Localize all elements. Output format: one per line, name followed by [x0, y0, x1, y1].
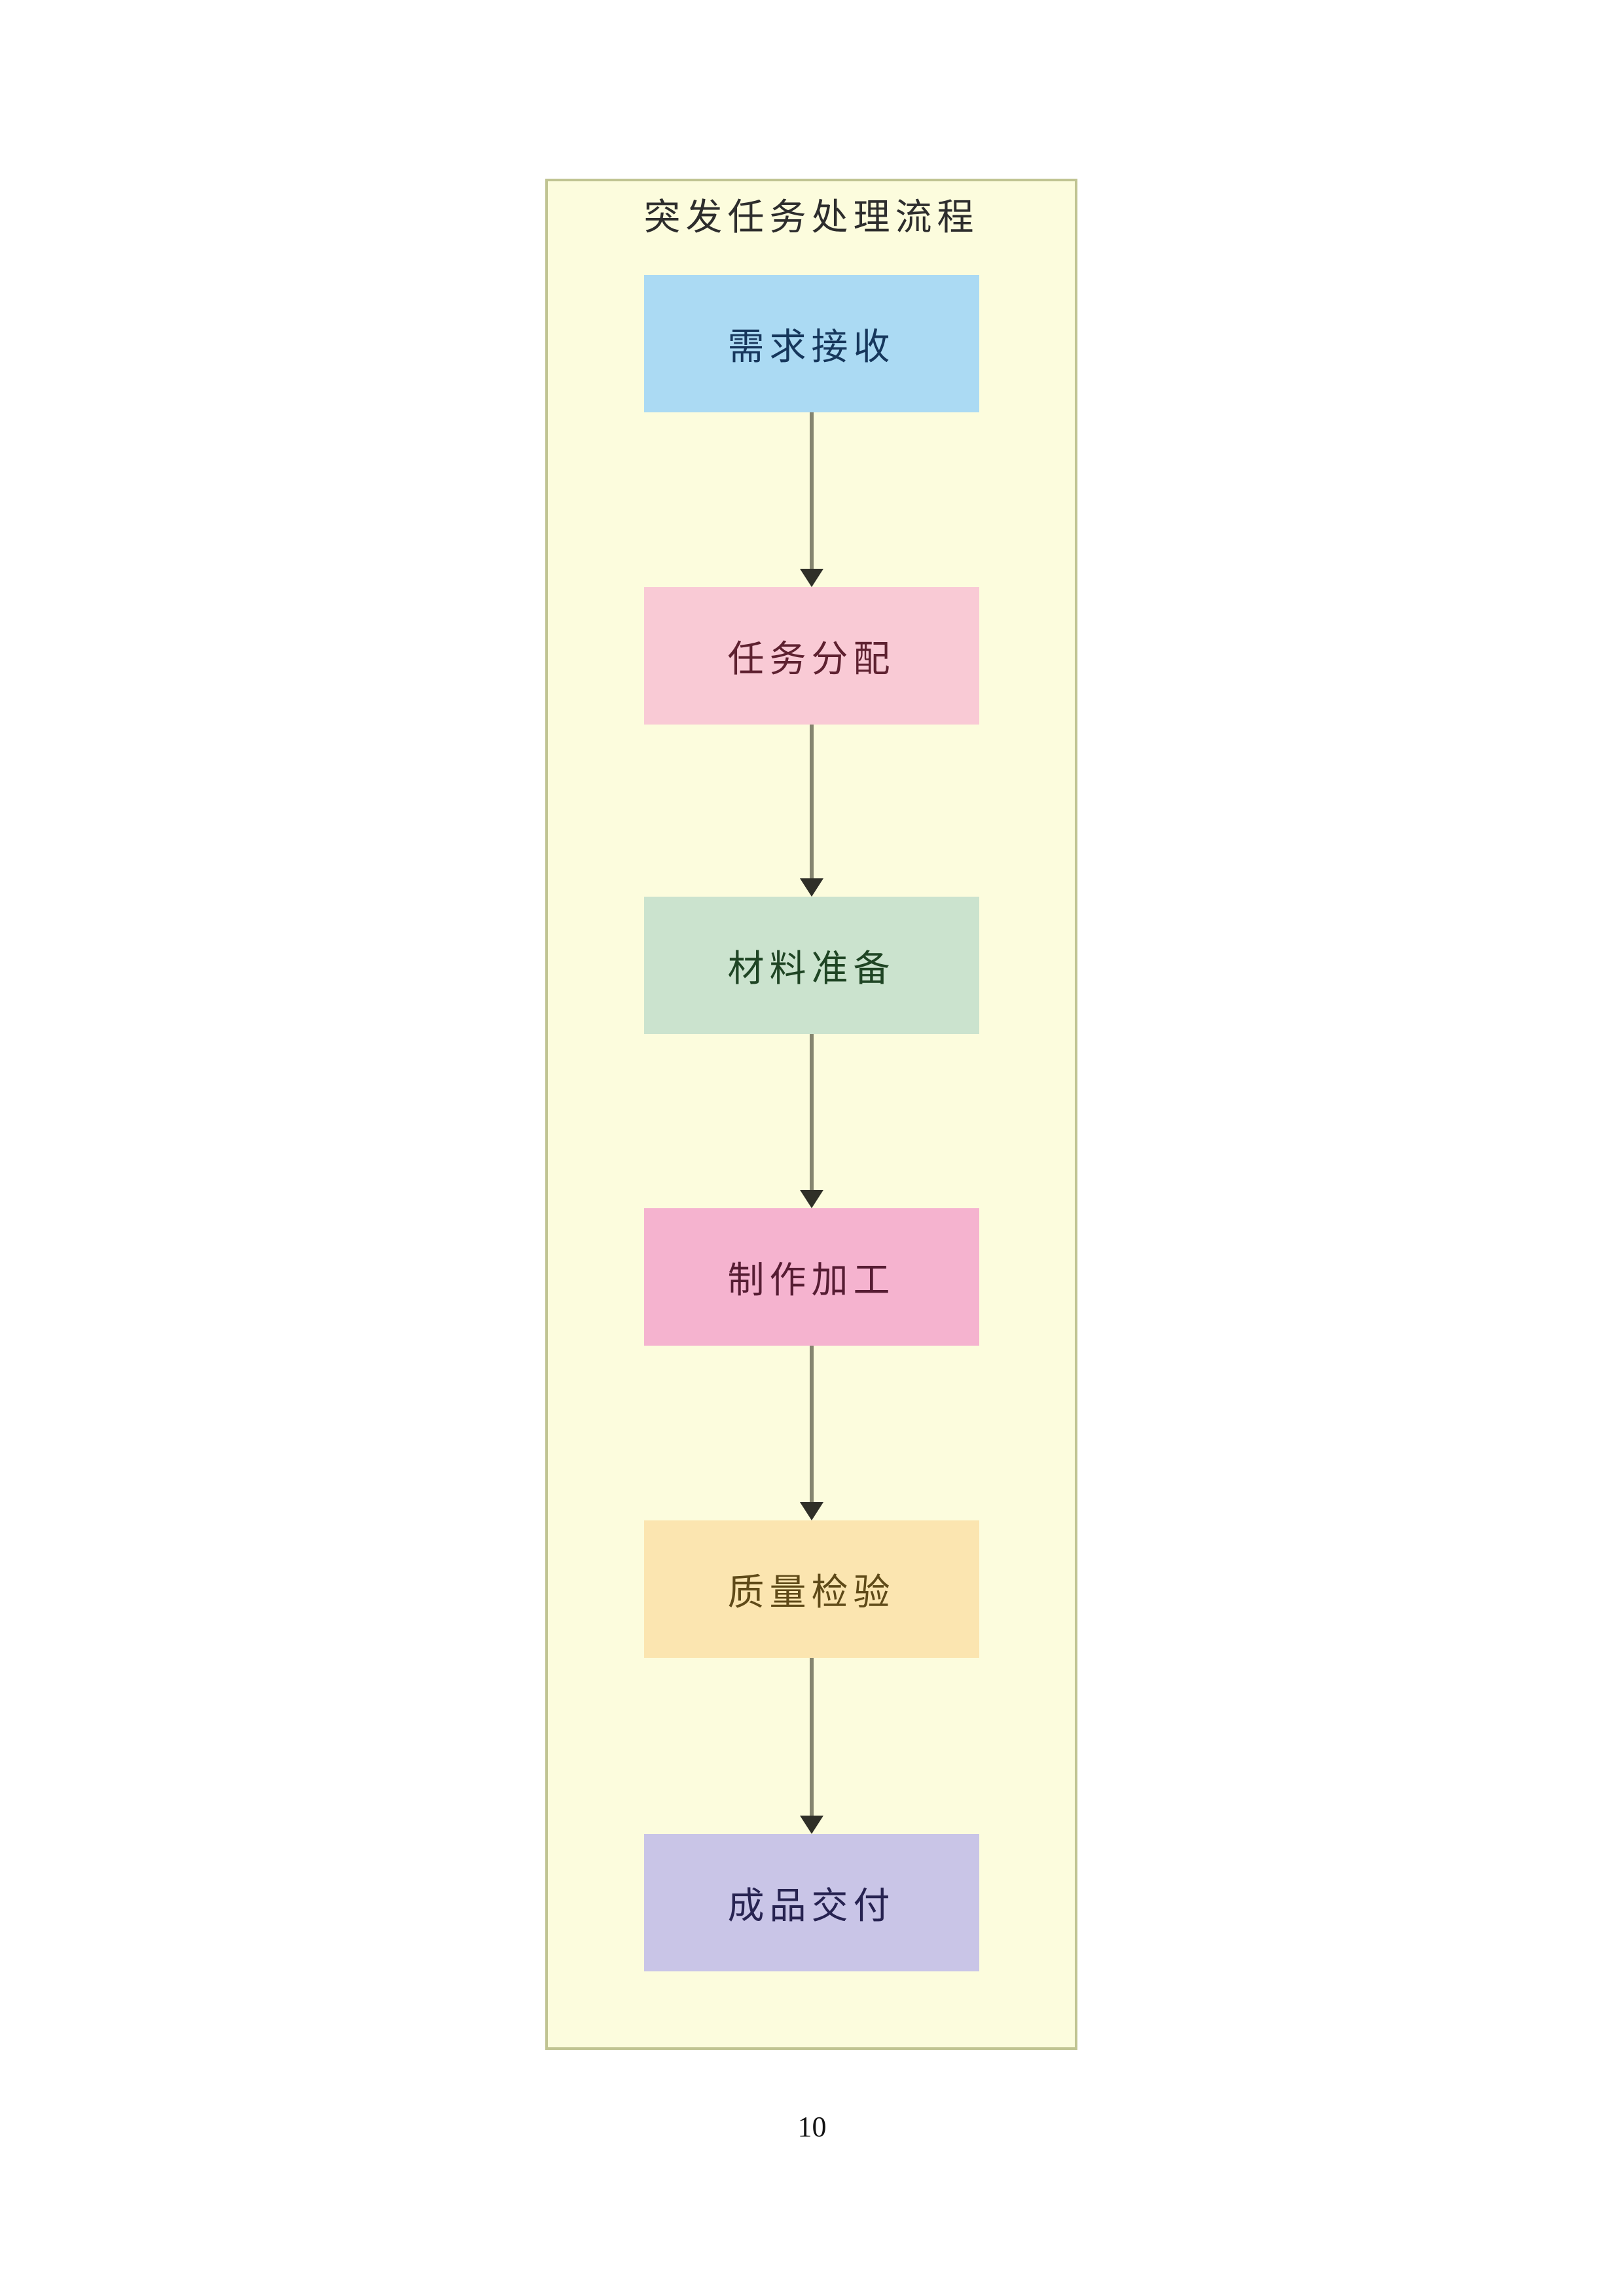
flowchart-panel: 突发任务处理流程 需求接收 任务分配 材料准备 制作加工 [545, 179, 1077, 2050]
flow-step-requirement-reception: 需求接收 [643, 275, 979, 412]
flow-step-label: 成品交付 [727, 1884, 895, 1926]
page-number: 10 [797, 2111, 827, 2143]
flow-arrow-5 [799, 1658, 825, 1834]
arrow-down-icon [799, 1502, 823, 1520]
arrow-down-icon [799, 569, 823, 587]
arrow-line [809, 1346, 814, 1502]
flow-arrow-1 [799, 412, 825, 587]
arrow-line [809, 725, 814, 878]
flow-step-task-assignment: 任务分配 [643, 587, 979, 725]
arrow-line [809, 1658, 814, 1816]
flow-step-label: 质量检验 [727, 1571, 895, 1613]
flow-arrow-4 [799, 1346, 825, 1520]
flow-step-label: 制作加工 [727, 1259, 895, 1300]
flow-arrow-2 [799, 725, 825, 897]
flow-step-material-preparation: 材料准备 [643, 897, 979, 1034]
flow-step-quality-inspection: 质量检验 [643, 1520, 979, 1658]
flow-step-label: 任务分配 [727, 637, 895, 679]
arrow-line [809, 412, 814, 569]
arrow-down-icon [799, 1816, 823, 1834]
arrow-down-icon [799, 1190, 823, 1208]
arrow-line [809, 1034, 814, 1190]
flow-step-production-processing: 制作加工 [643, 1208, 979, 1346]
flow-arrow-3 [799, 1034, 825, 1208]
arrow-down-icon [799, 878, 823, 897]
flow-step-label: 材料准备 [727, 947, 895, 989]
flow-step-label: 需求接收 [727, 325, 895, 367]
flow-step-product-delivery: 成品交付 [643, 1834, 979, 1971]
flowchart-title: 突发任务处理流程 [643, 196, 979, 238]
